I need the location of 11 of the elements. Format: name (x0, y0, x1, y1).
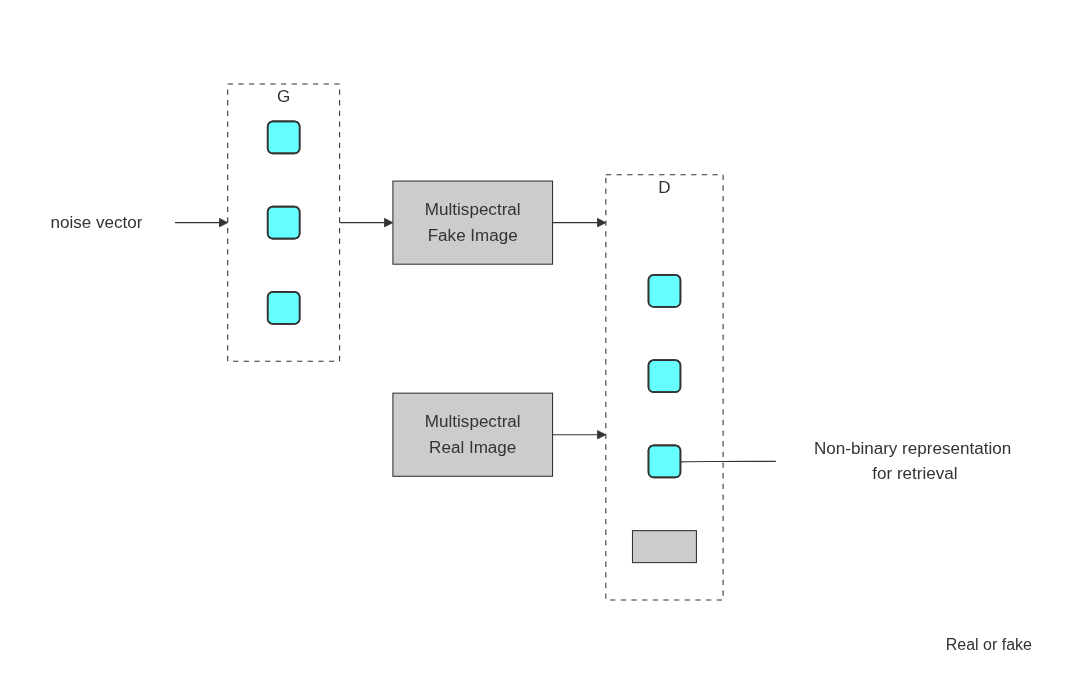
node-text: noise vector (50, 213, 143, 232)
cluster: D (605, 174, 724, 601)
connector (680, 460, 777, 463)
node-box: Multispectral Fake Image (392, 180, 554, 265)
node-box (631, 530, 697, 564)
cluster: G (227, 83, 341, 362)
note-text: Real or fake (945, 636, 1032, 654)
node-box: Multispectral Real Image (392, 392, 554, 477)
arrow (552, 430, 607, 440)
node-text: Non-binary representation for retrieval (813, 438, 1012, 483)
arrow (552, 217, 607, 228)
